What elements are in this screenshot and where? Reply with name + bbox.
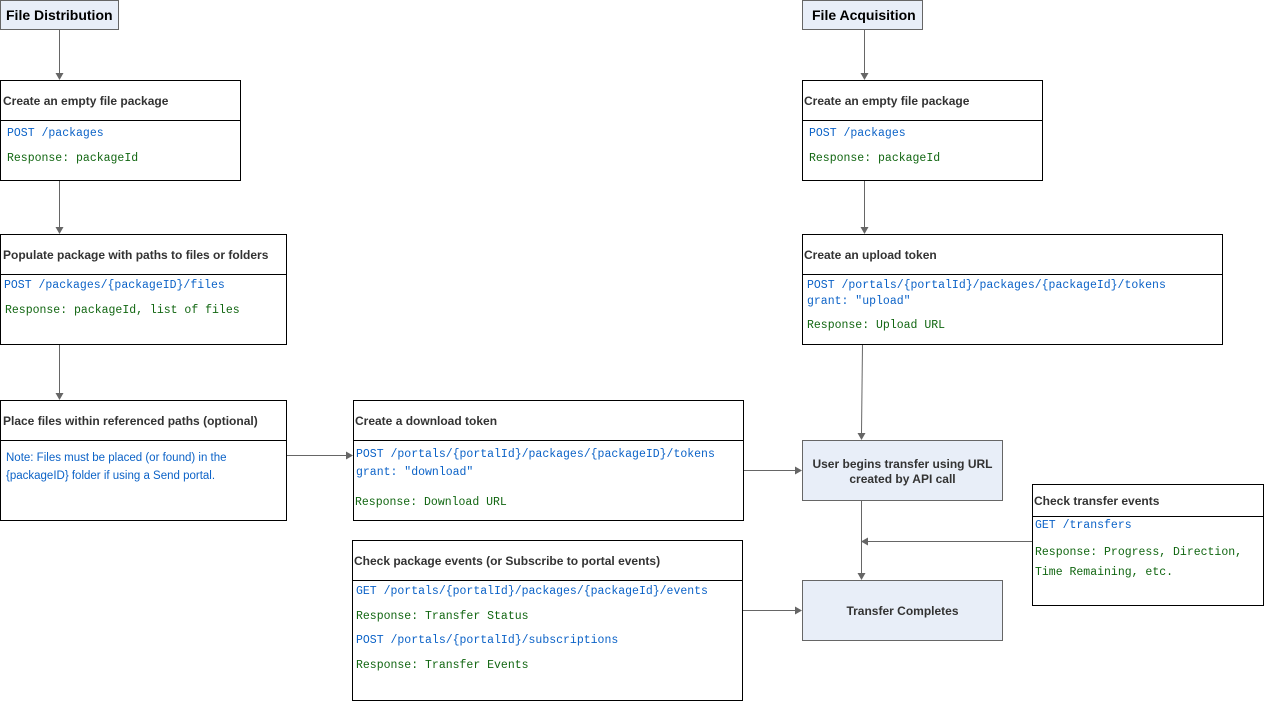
box-transfer-events: Check transfer events GET /transfers Res… [1032,484,1264,606]
box-create-package-distribution: Create an empty file package POST /packa… [0,80,241,181]
note-text: Note: Files must be placed (or found) in… [6,452,227,464]
endpoint-text: GET /transfers [1035,519,1132,532]
connectors [55,30,1032,615]
response-text: Response: Download URL [355,496,507,509]
box-download-token: Create a download token POST /portals/{p… [353,400,744,521]
response-text: Response: packageId, list of files [5,304,240,317]
endpoint-text: POST /packages/{packageID}/files [4,279,225,292]
endpoint-text: POST /portals/{portalId}/subscriptions [356,634,618,647]
endpoint-text: POST /packages [7,127,104,140]
response-text: Response: Progress, Direction, [1035,546,1242,559]
title-text: File Acquisition [812,7,916,23]
box-label: Transfer Completes [846,604,958,618]
arrowhead [857,573,866,580]
response-text: Response: Transfer Status [356,610,529,623]
arrowhead [860,73,869,80]
title-file-acquisition: File Acquisition [802,0,923,30]
endpoint-text: POST /packages [809,127,906,140]
box-header: Place files within referenced paths (opt… [3,414,258,428]
response-text: Time Remaining, etc. [1035,566,1173,579]
response-text: Response: Upload URL [807,319,945,332]
response-text: Response: packageId [7,152,138,165]
arrowhead [346,451,353,460]
grant-text: grant: "download" [356,466,473,479]
box-place-files: Place files within referenced paths (opt… [0,400,287,521]
box-header: Create an upload token [804,248,937,262]
box-label: created by API call [849,472,955,486]
arrowhead [860,227,869,234]
box-header: Create a download token [355,414,497,428]
arrowhead [857,433,866,440]
box-header: Check package events (or Subscribe to po… [354,554,660,568]
arrowhead [55,227,64,234]
arrow-upload-token-to-user-transfer [861,343,863,434]
endpoint-text: GET /portals/{portalId}/packages/{packag… [356,585,708,598]
title-text: File Distribution [6,7,113,23]
endpoint-text: POST /portals/{portalId}/packages/{packa… [356,448,715,461]
box-label: User begins transfer using URL [812,457,992,471]
title-file-distribution: File Distribution [0,0,119,30]
box-header: Check transfer events [1034,494,1160,508]
box-populate-package: Populate package with paths to files or … [0,234,287,345]
box-header: Create an empty file package [3,94,169,108]
arrowhead [795,466,802,475]
response-text: Response: Transfer Events [356,659,529,672]
arrowhead [55,393,64,400]
box-upload-token: Create an upload token POST /portals/{po… [802,234,1223,345]
endpoint-text: POST /portals/{portalId}/packages/{packa… [807,279,1166,292]
box-transfer-completes: Transfer Completes [802,580,1003,641]
grant-text: grant: "upload" [807,295,911,308]
box-header: Populate package with paths to files or … [3,248,269,262]
arrowhead [55,73,64,80]
box-create-package-acquisition: Create an empty file package POST /packa… [802,80,1043,181]
box-header: Create an empty file package [804,94,970,108]
response-text: Response: packageId [809,152,940,165]
box-user-transfer: User begins transfer using URL created b… [802,440,1003,501]
arrowhead [795,606,802,615]
box-package-events: Check package events (or Subscribe to po… [352,540,743,701]
note-text: {packageID} folder if using a Send porta… [6,470,215,482]
arrowhead [861,537,868,546]
